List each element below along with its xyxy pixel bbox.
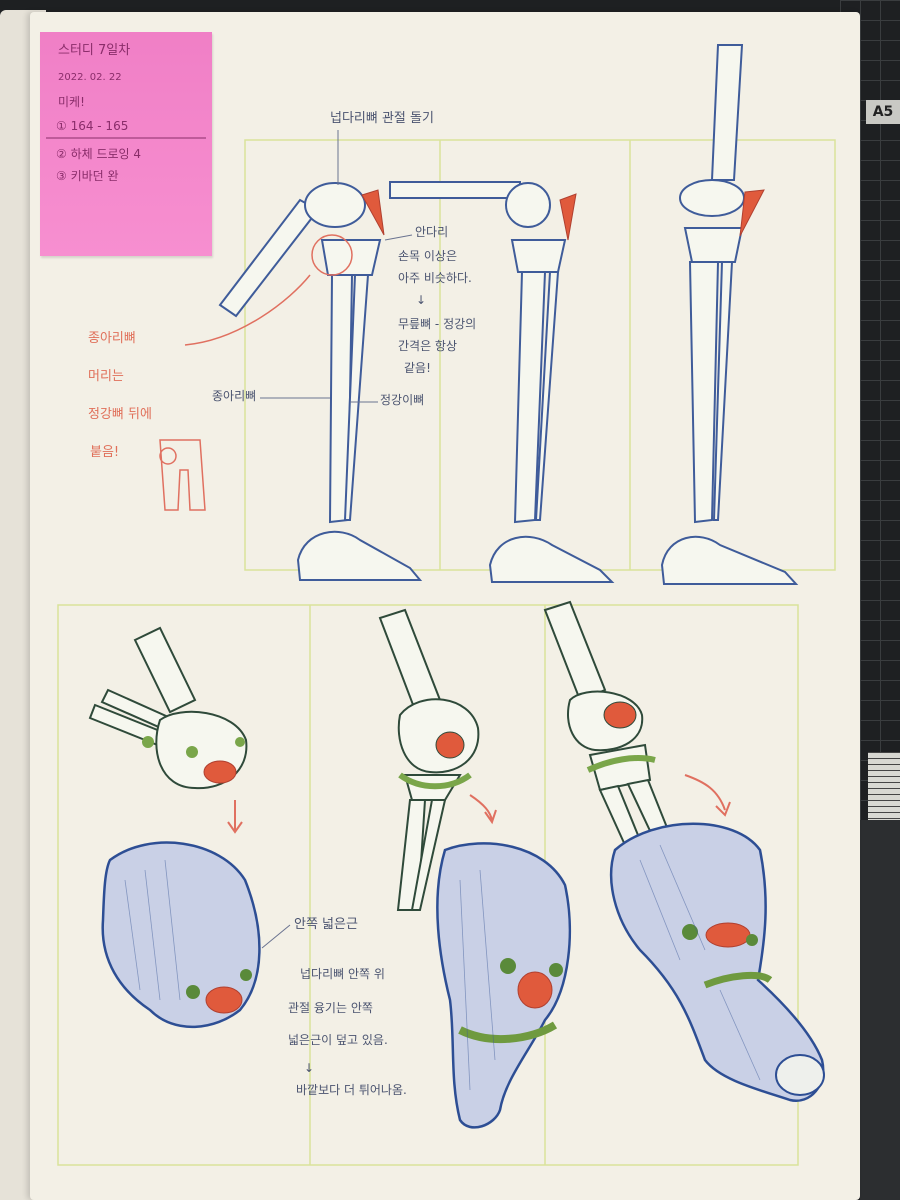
red-note-2: 머리는 — [88, 369, 124, 384]
patella-bottom-2 — [435, 731, 465, 759]
inner-bump-label: 안쪽 넓은근 — [294, 917, 358, 932]
vastus-marks-1 — [186, 969, 252, 999]
knee-doodle — [159, 439, 206, 511]
shin-note-5: 무릎뼈 - 정강의 — [398, 317, 477, 331]
sticky-date: 2022. 02. 22 — [58, 72, 122, 83]
inner-bump-pointer — [261, 924, 291, 949]
bottom-note-4: ↓ — [304, 1061, 315, 1075]
patella-bottom-1 — [203, 760, 237, 784]
shin-note-1: 안다리 — [415, 225, 449, 239]
leg-skeleton-2 — [389, 181, 615, 583]
patella-bottom-3 — [603, 701, 637, 729]
red-note-3: 정강뼈 뒤에 — [88, 407, 152, 422]
hatching — [124, 844, 761, 1091]
leg-skeleton-1 — [218, 182, 423, 581]
ruler-scale — [868, 752, 900, 820]
shin-note-2: 손목 이상은 — [398, 249, 458, 263]
patella-2 — [559, 193, 577, 241]
shin-note-4: ↓ — [416, 293, 427, 307]
a5-size-tag: A5 — [866, 100, 900, 124]
patella-1 — [361, 189, 385, 236]
mat-edge — [860, 820, 900, 1200]
knee-bones-3 — [543, 600, 670, 847]
sticky-item-3: ③ 키바던 완 — [56, 169, 119, 183]
red-arrows — [227, 774, 731, 834]
vastus-marks-2 — [500, 958, 563, 977]
condyle-band-3 — [586, 755, 656, 773]
condyle-marks-1 — [142, 736, 245, 758]
bottom-note-3: 넓은근이 덮고 있음. — [288, 1033, 388, 1047]
sticky-item-2: ② 하체 드로잉 4 — [56, 147, 142, 161]
shin-note-6: 간격은 항상 — [398, 339, 458, 353]
sticky-label: 미케! — [58, 95, 85, 109]
bottom-note-1: 넙다리뼈 안쪽 위 — [300, 967, 385, 981]
patella-3 — [739, 189, 765, 237]
top-title: 넙다리뼈 관절 돌기 — [330, 111, 434, 126]
shin-note-3: 아주 비슷하다. — [398, 271, 472, 285]
sticky-title: 스터디 7일차 — [58, 43, 131, 58]
fibula-label: 종아리뼈 — [212, 389, 257, 403]
bottom-note-5: 바깥보다 더 튀어나옴. — [296, 1083, 407, 1097]
knee-band-3 — [703, 972, 773, 989]
knee-muscle-form-2 — [436, 842, 572, 1129]
condyle-band-2 — [398, 772, 472, 790]
red-note-1: 종아리뼈 — [88, 331, 136, 346]
red-note-4: 붙음! — [90, 445, 120, 460]
vastus-marks-3 — [682, 924, 758, 946]
shin-note-7: 같음! — [404, 361, 431, 375]
patella-form-2 — [517, 971, 553, 1009]
knee-muscle-form-1 — [101, 841, 261, 1029]
knee-band-2 — [458, 1021, 558, 1043]
sticky-pages: ① 164 - 165 — [56, 119, 129, 133]
bottom-note-2: 관절 융기는 안쪽 — [288, 1001, 373, 1015]
tibia-label: 정강이뼈 — [380, 393, 425, 407]
patella-pointer — [384, 234, 413, 241]
shin-cross-section — [775, 1054, 825, 1096]
fibula-head-circle — [311, 234, 353, 276]
patella-form-3 — [705, 922, 751, 948]
sticky-note — [40, 32, 212, 256]
patella-form-1 — [205, 986, 243, 1014]
red-pointer-line — [184, 274, 311, 346]
leg-skeleton-3 — [660, 44, 799, 585]
